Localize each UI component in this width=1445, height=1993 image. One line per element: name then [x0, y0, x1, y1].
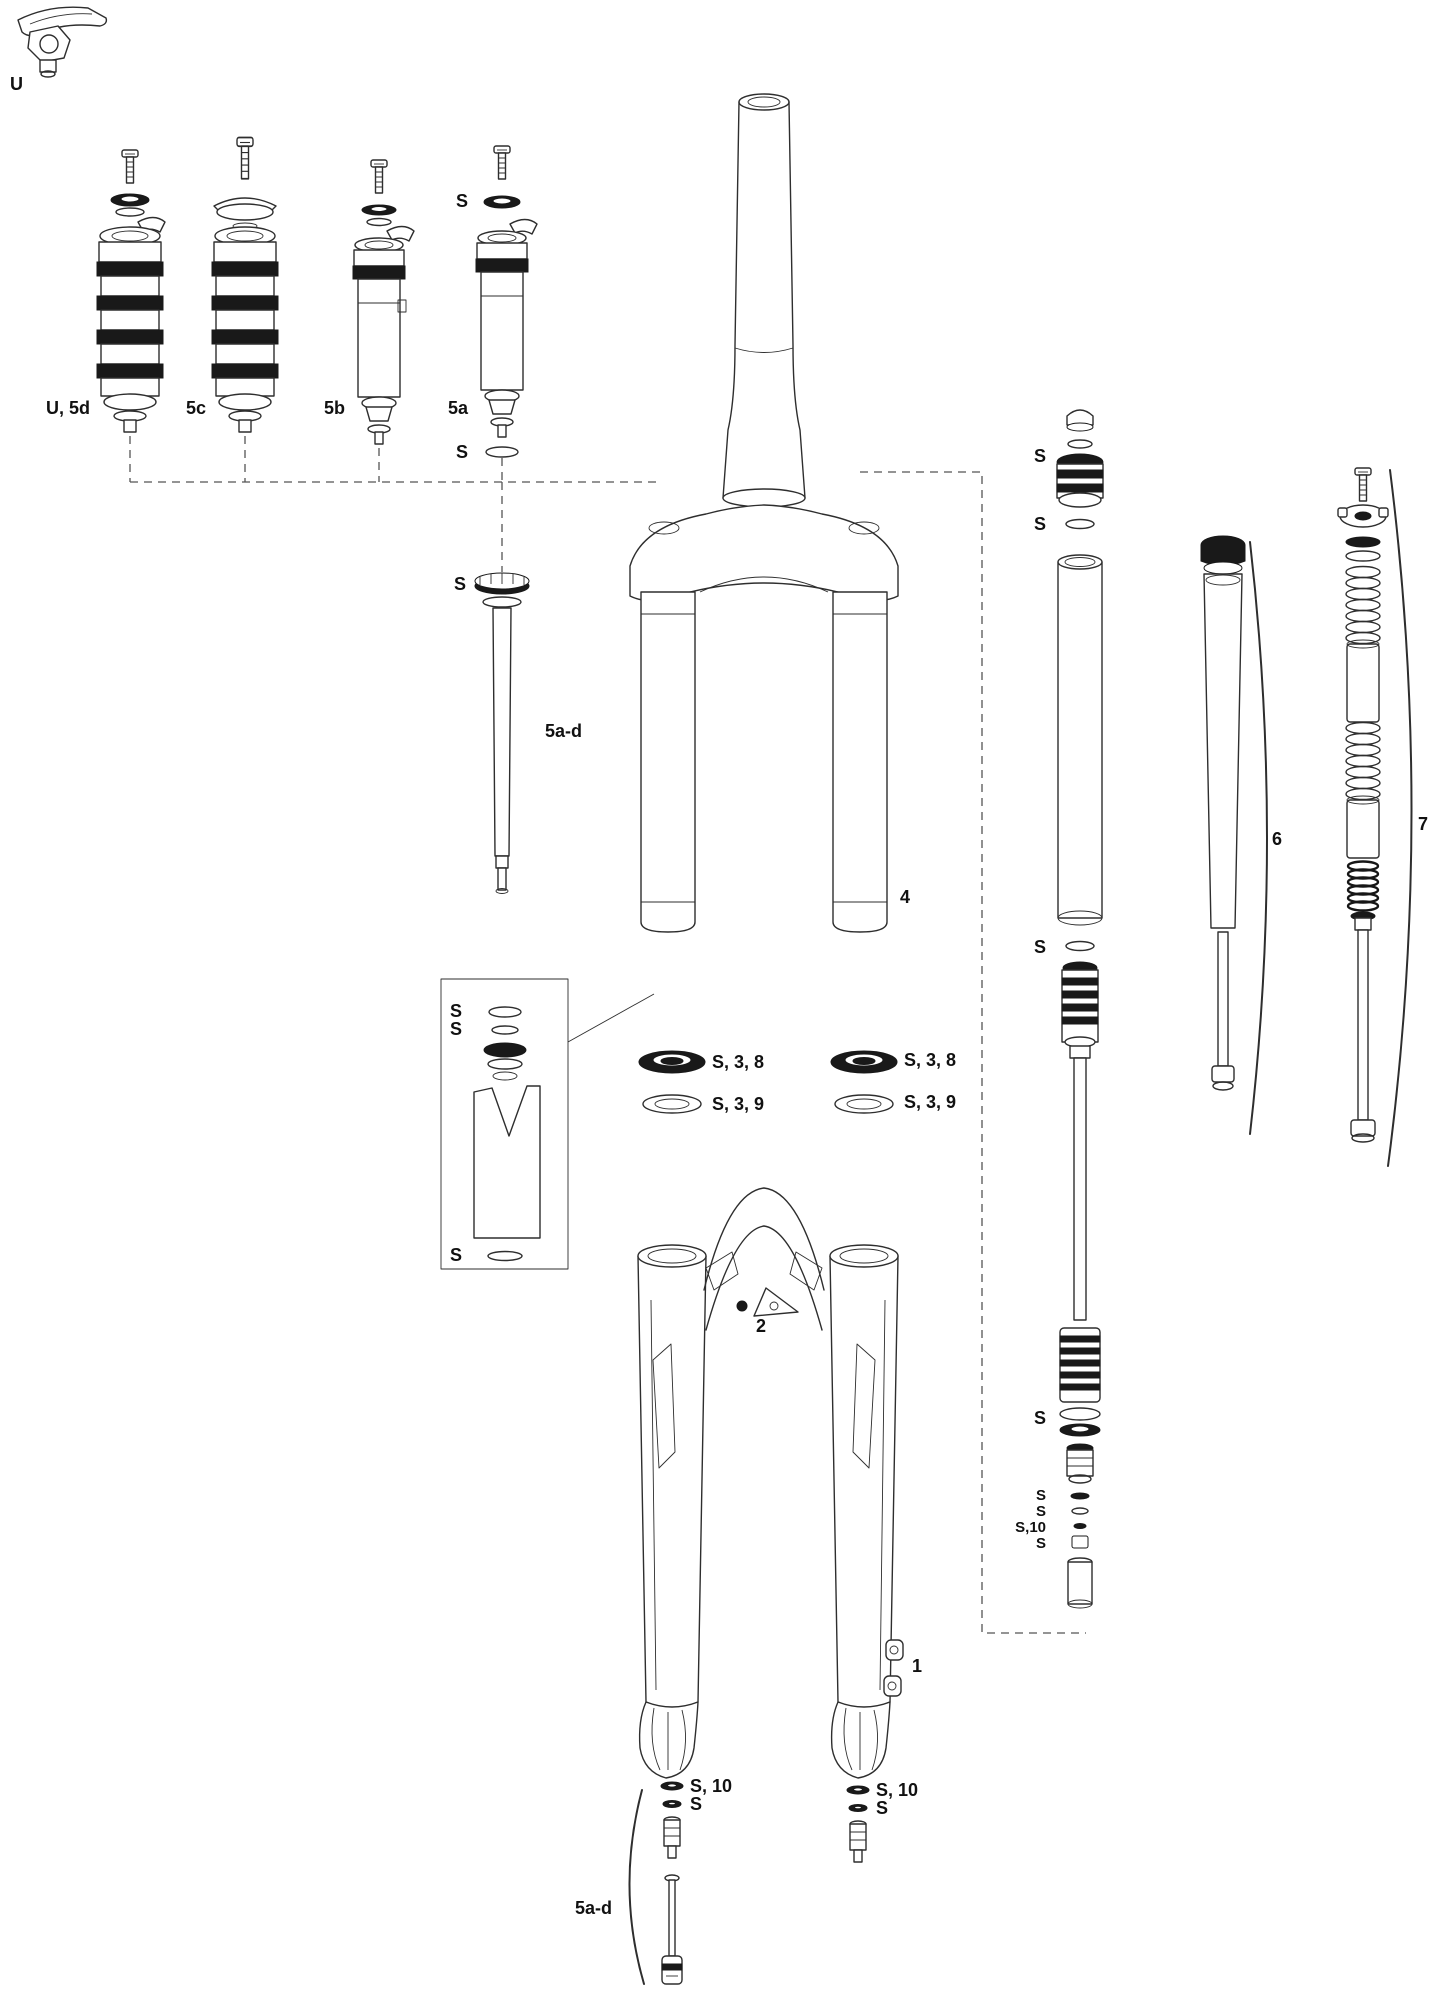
rebound-rod-5a-d	[628, 1789, 683, 1985]
service-kit-box	[440, 978, 655, 1270]
stanchion-left	[640, 591, 696, 933]
callout-service-oring3: S	[1034, 937, 1046, 957]
callout-service-left: S	[690, 1794, 702, 1814]
damper-shaft-5a-d	[474, 572, 530, 894]
damper-cartridge-5c	[211, 136, 279, 433]
callout-foam-left: S, 3, 9	[712, 1094, 764, 1114]
callout-service-10-tight: S,10	[1015, 1519, 1046, 1536]
callout-service-washer: S	[456, 191, 468, 211]
callout-part-7: 7	[1418, 814, 1428, 834]
callout-service-shaft-cap: S	[454, 574, 466, 594]
callout-seal-right: S, 3, 8	[904, 1050, 956, 1070]
foam-ring-left	[642, 1094, 702, 1114]
foam-ring-right	[834, 1094, 894, 1114]
callout-damper-5b: 5b	[324, 398, 345, 418]
callout-service-right: S	[876, 1798, 888, 1818]
callout-damper-u5d: U, 5d	[46, 398, 90, 418]
o-ring	[485, 446, 519, 458]
spring-assembly-6	[1200, 535, 1268, 1135]
dust-seal-right	[830, 1050, 898, 1074]
callout-seal-left: S, 3, 8	[712, 1052, 764, 1072]
remote-lever	[17, 6, 108, 78]
callout-shaft-group: 5a-d	[545, 721, 582, 741]
dashed-connectors	[129, 436, 1086, 1634]
lower-leg-assembly	[637, 1187, 904, 1779]
callout-service-small3: S	[1036, 1535, 1046, 1552]
callout-service-piston: S	[1034, 446, 1046, 466]
crown-fastener-2	[736, 1287, 799, 1317]
callout-service-washer2: S	[1034, 1408, 1046, 1428]
damper-cartridge-5b	[352, 159, 415, 445]
callout-part-1: 1	[912, 1656, 922, 1676]
callout-service-small1: S	[1036, 1487, 1046, 1504]
damper-cartridge-u5d	[96, 149, 166, 433]
callout-service-10-right: S, 10	[876, 1780, 918, 1800]
bottom-hardware-right	[846, 1785, 870, 1863]
callout-foam-right: S, 3, 9	[904, 1092, 956, 1112]
callout-remote-lever: U	[10, 74, 23, 94]
crown-steerer-unit	[629, 93, 899, 933]
callout-damper-5a: 5a	[448, 398, 469, 418]
stanchion-right	[832, 591, 888, 933]
callout-service-box1: S	[450, 1001, 462, 1021]
callout-service-small2: S	[1036, 1503, 1046, 1520]
callout-service-oring2: S	[1034, 514, 1046, 534]
air-spring-internals	[1056, 409, 1104, 1609]
dust-seal-left	[638, 1050, 706, 1074]
callout-service-oring: S	[456, 442, 468, 462]
callout-damper-5c: 5c	[186, 398, 206, 418]
callout-part-2: 2	[756, 1316, 766, 1336]
callout-part-4: 4	[900, 887, 910, 907]
coil-spring-assembly-7	[1337, 467, 1413, 1167]
callout-shaft-group-lower: 5a-d	[575, 1898, 612, 1918]
callout-part-6: 6	[1272, 829, 1282, 849]
callout-service-10-left: S, 10	[690, 1776, 732, 1796]
bottom-hardware-left	[660, 1781, 684, 1859]
damper-cartridge-5a	[475, 145, 538, 458]
callout-service-box2: S	[450, 1019, 462, 1039]
callout-service-box3: S	[450, 1245, 462, 1265]
